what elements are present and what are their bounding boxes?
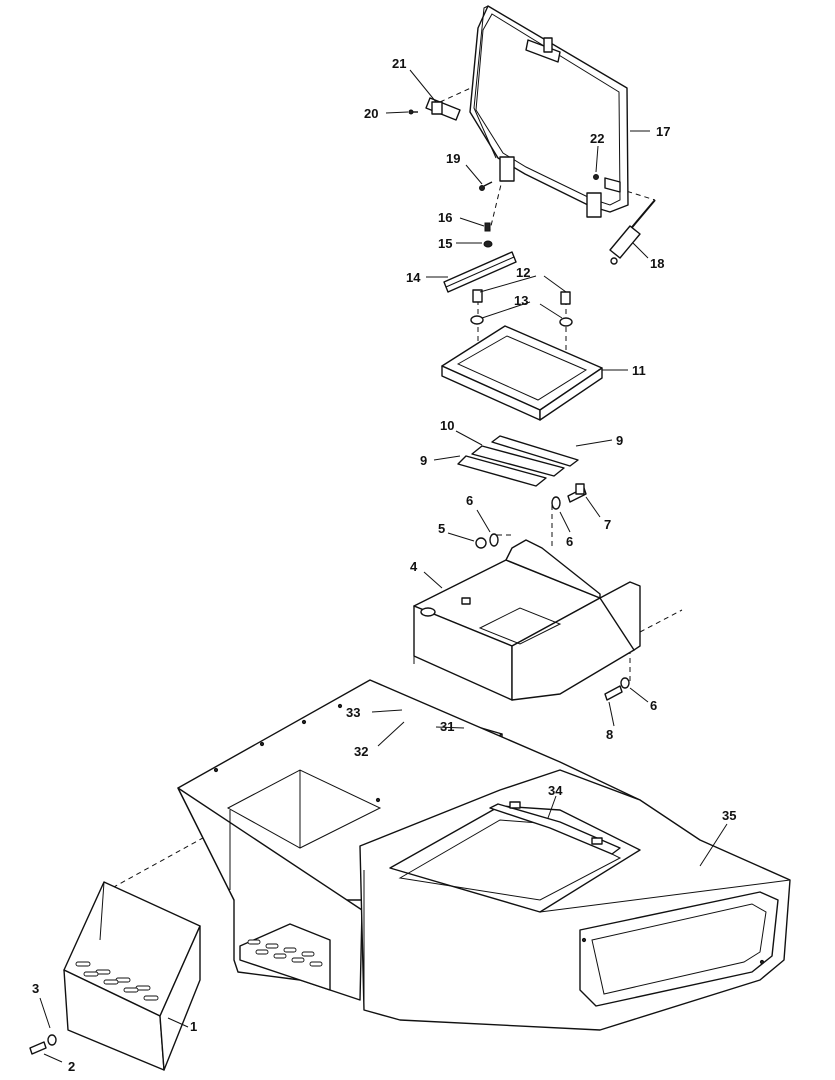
callout-13: 13 — [514, 293, 528, 308]
callout-22: 22 — [590, 131, 604, 146]
part-11-tray — [441, 325, 603, 421]
leader-lines — [39, 69, 728, 1063]
callout-9a: 9 — [616, 433, 623, 448]
part-34-strip — [489, 801, 621, 855]
part-17-door-panel — [469, 5, 629, 218]
callout-16: 16 — [438, 210, 452, 225]
part-22-screw — [593, 174, 599, 180]
callout-10: 10 — [440, 418, 454, 433]
callout-14: 14 — [406, 270, 421, 285]
part-18-gas-strut — [609, 199, 656, 265]
callout-20: 20 — [364, 106, 378, 121]
platform-tread-slots — [247, 939, 323, 967]
callout-19: 19 — [446, 151, 460, 166]
part-3-washer — [47, 1034, 57, 1046]
part-13-washers — [470, 315, 573, 327]
callout-8: 8 — [606, 727, 613, 742]
callout-21: 21 — [392, 56, 406, 71]
part-20-screw — [408, 109, 418, 115]
part-4-box — [413, 539, 641, 701]
callout-17: 17 — [656, 124, 670, 139]
callout-3: 3 — [32, 981, 39, 996]
callout-6c: 6 — [650, 698, 657, 713]
part-9-strip-lower — [457, 455, 547, 487]
callout-9b: 9 — [420, 453, 427, 468]
callout-4: 4 — [410, 559, 418, 574]
part-10-strip — [471, 445, 565, 477]
callout-labels: 1 2 3 4 5 6 6 6 7 8 9 9 10 11 12 13 14 1… — [32, 56, 736, 1074]
part-35-hood — [359, 769, 791, 1031]
callout-34: 34 — [548, 783, 563, 798]
part-16-screw — [484, 222, 491, 232]
part-1-step — [63, 881, 201, 1071]
callout-7: 7 — [604, 517, 611, 532]
part-7-bolt — [567, 483, 587, 503]
part-6-washer-c — [620, 677, 630, 689]
callout-1: 1 — [190, 1019, 197, 1034]
callout-32: 32 — [354, 744, 368, 759]
callout-12: 12 — [516, 265, 530, 280]
part-21-latch — [425, 97, 461, 121]
part-6-washer-a — [489, 533, 499, 547]
callout-5: 5 — [438, 521, 445, 536]
callout-6b: 6 — [566, 534, 573, 549]
callout-6a: 6 — [466, 493, 473, 508]
part-14-hinge-strip — [443, 251, 517, 293]
callout-33: 33 — [346, 705, 360, 720]
callout-15: 15 — [438, 236, 452, 251]
part-15-washer — [483, 240, 493, 248]
step-tread-slots — [75, 961, 159, 1001]
part-6-washer-b — [551, 496, 561, 510]
part-9-strip-upper — [491, 435, 579, 467]
callout-31: 31 — [440, 719, 454, 734]
part-5-nut — [475, 537, 487, 549]
callout-18: 18 — [650, 256, 664, 271]
callout-11: 11 — [632, 363, 646, 378]
callout-35: 35 — [722, 808, 736, 823]
part-8-bolt — [604, 685, 623, 701]
part-19-screw — [479, 181, 493, 191]
callout-2: 2 — [68, 1059, 75, 1074]
part-2-bolt — [29, 1041, 47, 1055]
